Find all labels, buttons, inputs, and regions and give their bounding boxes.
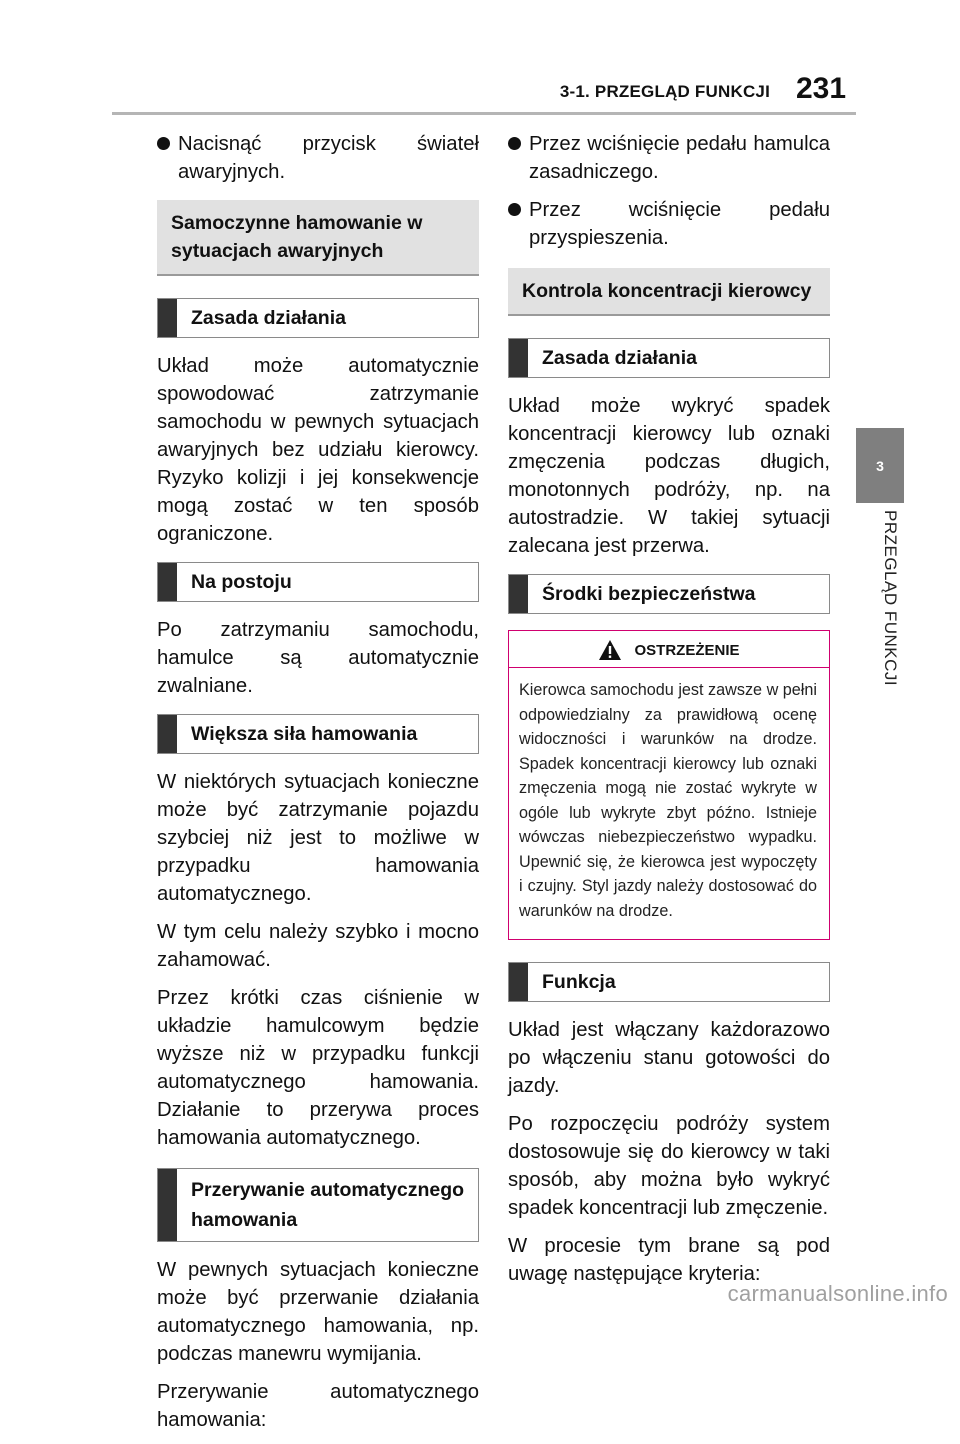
- paragraph: W tym celu należy szybko i mocno zahamow…: [157, 921, 479, 971]
- bullet-text: Przez wciśnięcie pedału hamulca zasadnic…: [529, 133, 830, 183]
- subsection-title: Funkcja: [542, 971, 616, 993]
- subsection-title: Zasada działania: [191, 307, 346, 329]
- subsection-heading: Na postoju: [157, 562, 479, 602]
- heading-bar: [158, 1169, 177, 1241]
- bullet-dot-icon: [157, 137, 170, 150]
- paragraph: W pewnych sytuacjach konieczne może być …: [157, 1259, 479, 1365]
- subsection-title: Środki bezpieczeństwa: [542, 583, 756, 605]
- warning-title: OSTRZEŻENIE: [634, 641, 740, 659]
- header-divider: [112, 112, 856, 115]
- heading-bar: [158, 563, 177, 601]
- page-number: 231: [796, 72, 847, 105]
- heading-bar: [509, 963, 528, 1001]
- warning-header: OSTRZEŻENIE: [509, 631, 829, 667]
- left-column: Nacisnąć przycisk świateł awaryjnych. Sa…: [157, 130, 479, 1444]
- watermark: carmanualsonline.info: [727, 1281, 948, 1306]
- paragraph: Układ może wykryć spadek koncentracji ki…: [508, 395, 830, 557]
- paragraph: W niektórych sytuacjach konieczne może b…: [157, 771, 479, 905]
- subsection-heading: Większa siła hamowania: [157, 714, 479, 754]
- subsection-heading: Funkcja: [508, 962, 830, 1002]
- bullet-item: Przez wciśnięcie pedału hamulca zasadnic…: [508, 130, 830, 186]
- subsection-title: Na postoju: [191, 571, 292, 593]
- subsection-heading: Zasada działania: [157, 298, 479, 338]
- section-title: 3-1. PRZEGLĄD FUNKCJI: [559, 82, 770, 101]
- subsection-heading: Zasada działania: [508, 338, 830, 378]
- bullet-item: Nacisnąć przycisk świateł awaryjnych.: [157, 130, 479, 186]
- chapter-label: PRZEGLĄD FUNKCJI: [881, 510, 900, 687]
- warning-triangle-icon: [599, 640, 622, 660]
- subsection-title: Przerywanie automatycznego hamowania: [191, 1179, 465, 1231]
- paragraph: W procesie tym brane są pod uwagę następ…: [508, 1235, 830, 1285]
- bullet-item: Przez wciśnięcie pedału przyspieszenia.: [508, 196, 830, 252]
- paragraph: Układ może automatycznie spowodować zatr…: [157, 355, 479, 545]
- subsection-title: Zasada działania: [542, 347, 697, 369]
- paragraph: Po zatrzymaniu samochodu, hamulce są aut…: [157, 619, 479, 697]
- paragraph: Przez krótki czas ciśnienie w układzie h…: [157, 987, 479, 1149]
- section-heading: Kontrola koncentracji kierowcy: [508, 268, 830, 316]
- paragraph: Po rozpoczęciu podróży system dostosowuj…: [508, 1113, 830, 1219]
- right-column: Przez wciśnięcie pedału hamulca zasadnic…: [508, 130, 830, 1298]
- heading-bar: [158, 299, 177, 337]
- heading-bar: [509, 339, 528, 377]
- subsection-heading: Środki bezpieczeństwa: [508, 574, 830, 614]
- chapter-tab: 3: [856, 428, 904, 503]
- bullet-text: Przez wciśnięcie pedału przyspieszenia.: [529, 199, 830, 249]
- subsection-title: Większa siła hamowania: [191, 723, 418, 745]
- section-heading: Samoczynne hamowanie w sytuacjach awaryj…: [157, 200, 479, 276]
- heading-bar: [509, 575, 528, 613]
- warning-box: OSTRZEŻENIE Kierowca samochodu jest zaws…: [508, 630, 830, 940]
- bullet-dot-icon: [508, 137, 521, 150]
- warning-text: Kierowca samochodu jest zawsze w pełni o…: [519, 681, 817, 920]
- paragraph: Przerywanie automatycznego hamowania:: [157, 1381, 479, 1431]
- bullet-dot-icon: [508, 203, 521, 216]
- bullet-text: Nacisnąć przycisk świateł awaryjnych.: [178, 133, 479, 183]
- paragraph: Układ jest włączany każdorazowo po włącz…: [508, 1019, 830, 1097]
- subsection-heading: Przerywanie automatycznego hamowania: [157, 1168, 479, 1242]
- chapter-number: 3: [876, 457, 884, 474]
- warning-divider: [509, 667, 829, 668]
- heading-bar: [158, 715, 177, 753]
